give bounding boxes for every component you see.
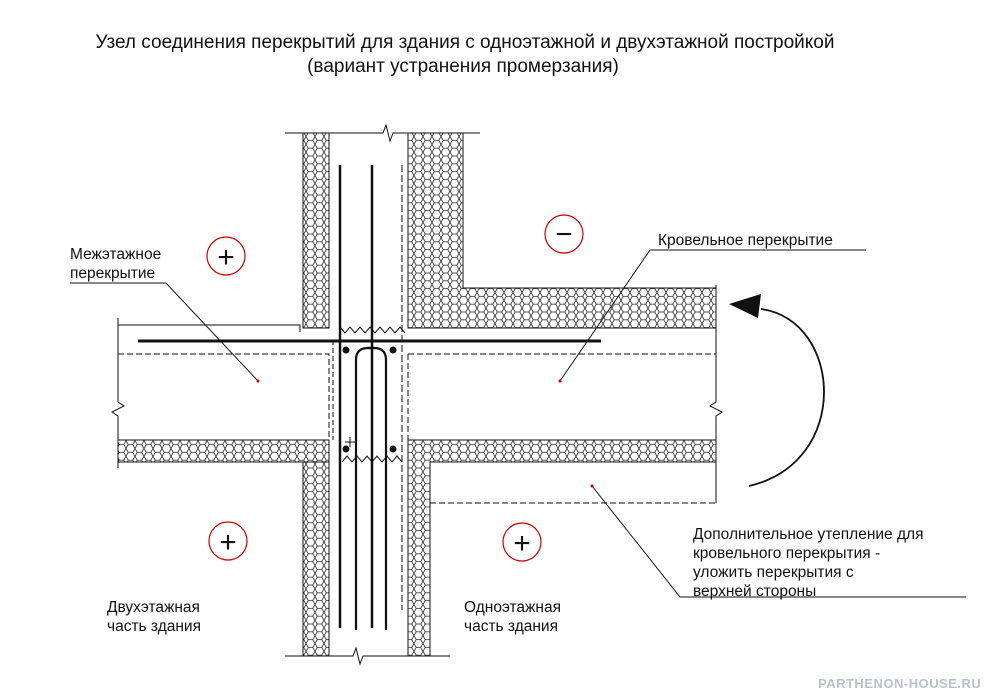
arrow-arc bbox=[748, 308, 825, 487]
label-extra-insulation-line-2: кровельного перекрытия - bbox=[693, 545, 881, 562]
label-two-storey-line-1: Двухэтажная bbox=[107, 599, 200, 616]
right-lower-insulation bbox=[407, 439, 717, 657]
leader-roof-slab-dot bbox=[558, 379, 562, 383]
left-break-line bbox=[111, 318, 125, 468]
zone-circle-upper-left bbox=[206, 236, 246, 276]
zone-sign-upper-right: − bbox=[555, 218, 573, 251]
top-break-line bbox=[285, 123, 480, 143]
label-roof-slab: Кровельное перекрытие bbox=[658, 232, 833, 249]
zone-sign-upper-left: + bbox=[217, 241, 235, 274]
zone-circle-lower-right bbox=[502, 522, 542, 562]
rebar-dot bbox=[389, 346, 397, 354]
floor-slab-top-line bbox=[118, 324, 301, 332]
temperature-zones bbox=[206, 214, 584, 562]
leader-lines bbox=[70, 249, 966, 598]
diagram-title-line-1: Узел соединения перекрытий для здания с … bbox=[95, 32, 835, 53]
zone-circle-upper-right bbox=[544, 214, 584, 254]
diagram-title-line-2: (вариант устранения промерзания) bbox=[307, 56, 619, 77]
rebar-dot bbox=[342, 445, 350, 453]
leader-floor-slab bbox=[70, 282, 259, 382]
label-floor-slab: Межэтажное перекрытие bbox=[70, 245, 161, 283]
site-watermark: PARTHENON-HOUSE.RU bbox=[818, 676, 982, 691]
label-two-storey-line-2: часть здания bbox=[107, 618, 201, 635]
label-floor-slab-line-2: перекрытие bbox=[70, 265, 156, 282]
leader-extra-insulation bbox=[591, 485, 966, 598]
zone-sign-lower-right: + bbox=[513, 527, 531, 560]
stirrup-left bbox=[354, 346, 375, 630]
label-extra-insulation-line-4: верхней стороны bbox=[693, 583, 817, 600]
zone-circle-lower-left bbox=[208, 521, 248, 561]
structure-lines bbox=[111, 123, 723, 666]
leader-roof-slab bbox=[559, 249, 866, 382]
label-extra-insulation-line-1: Дополнительное утепление для bbox=[693, 526, 924, 543]
left-wall-insulation-upper bbox=[302, 132, 330, 329]
stirrup-right bbox=[368, 346, 388, 630]
insulation-layers bbox=[117, 132, 717, 657]
leader-floor-slab-dot bbox=[256, 379, 260, 383]
label-one-storey-line-2: часть здания bbox=[464, 618, 558, 635]
anchor-cross bbox=[345, 437, 355, 447]
label-one-storey: Одноэтажная часть здания bbox=[464, 598, 561, 636]
rebar-dot bbox=[342, 346, 350, 354]
zone-signs: + − + + bbox=[217, 218, 573, 560]
label-floor-slab-line-1: Межэтажное bbox=[70, 246, 162, 263]
label-two-storey: Двухэтажная часть здания bbox=[107, 598, 201, 636]
reinforcement bbox=[138, 165, 601, 630]
label-one-storey-line-1: Одноэтажная bbox=[464, 599, 561, 616]
label-extra-insulation: Дополнительное утепление для кровельного… bbox=[693, 525, 923, 601]
left-wall-insulation-lower bbox=[302, 461, 330, 657]
floor-slab-bottom-insulation bbox=[117, 439, 330, 463]
right-break-line bbox=[709, 285, 723, 503]
bottom-break-line bbox=[285, 646, 450, 666]
heat-flow-arrow bbox=[729, 294, 825, 487]
arrow-head bbox=[729, 294, 761, 318]
rebar-dot bbox=[389, 445, 397, 453]
floor-slab-dashed bbox=[118, 353, 330, 440]
zone-sign-lower-left: + bbox=[219, 526, 237, 559]
label-extra-insulation-line-3: уложить перекрытия с bbox=[693, 564, 854, 581]
leader-extra-insulation-dot bbox=[590, 484, 594, 488]
